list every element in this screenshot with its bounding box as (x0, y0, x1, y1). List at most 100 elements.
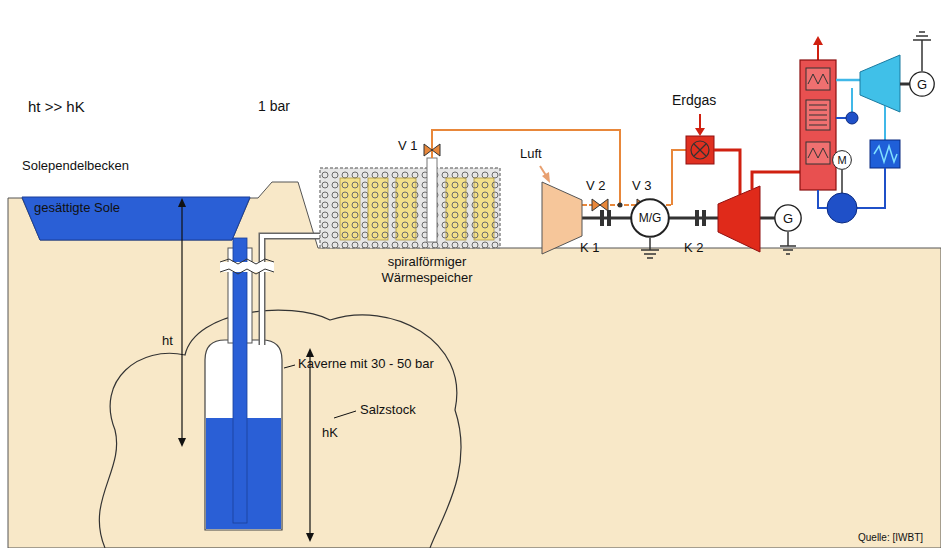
label-text: V 3 (632, 178, 652, 194)
brine-basin-part (22, 197, 250, 240)
heat-storage-part (396, 178, 416, 240)
circle-shape (775, 205, 801, 231)
gas-turbine-set-part (752, 172, 800, 189)
heat-storage (320, 158, 500, 248)
circle-shape (833, 151, 852, 170)
air-pipes-part (432, 130, 620, 205)
steam-cycle-part (846, 112, 858, 124)
leader-lines-part (334, 411, 356, 418)
heat-storage-part (320, 168, 500, 248)
steam-cycle-part (870, 140, 900, 168)
heat-storage-part (368, 178, 388, 240)
steam-cycle-part (818, 190, 827, 208)
heat-storage-part (396, 178, 416, 240)
heat-recovery-boiler-part (800, 60, 836, 190)
steam-cycle-part (916, 35, 928, 37)
steam-cycle-part (851, 88, 853, 112)
air-pipes-part (592, 199, 608, 211)
gas-turbine-set-part (694, 144, 706, 156)
heat-recovery-boiler-part (809, 120, 827, 121)
machine-circle: G (774, 204, 802, 232)
gas-turbine-set-part (714, 150, 740, 195)
gas-turbine-set-part (542, 182, 582, 254)
height-arrows-part (309, 354, 310, 536)
height-arrows-part (306, 348, 314, 357)
circle-shape (910, 72, 934, 96)
gas-turbine-set-part (787, 232, 789, 246)
heat-storage-part (446, 178, 466, 240)
heat-recovery-boiler-part (813, 36, 823, 45)
heat-recovery-boiler-part (809, 110, 827, 111)
shaft-pipes-part (220, 269, 274, 274)
heat-recovery-boiler-part (817, 44, 819, 60)
shaft-pipes-part (233, 238, 247, 523)
label-text: K 1 (580, 240, 600, 256)
gas-turbine-set-part (695, 128, 705, 136)
shaft-pipes-part (220, 262, 274, 272)
gas-turbine-set-part (641, 249, 659, 251)
steam-cycle-part (874, 146, 897, 162)
machine-circle: M/G (630, 198, 670, 238)
leader-lines-part (284, 365, 295, 368)
steam-cycle-part (921, 40, 923, 71)
steam-cycle-part (913, 39, 931, 41)
heat-storage-part (446, 178, 466, 240)
heat-recovery-boiler-part (806, 100, 830, 130)
label-text: hK (322, 425, 338, 441)
leader-lines (284, 365, 356, 418)
steam-cycle-part (836, 117, 846, 119)
label-text: 1 bar (258, 98, 290, 115)
brine-basin (22, 197, 250, 240)
heat-recovery-boiler-part (806, 142, 830, 164)
gas-turbine-set-part (691, 141, 709, 159)
machine-letter: G (917, 78, 927, 91)
heat-recovery-boiler-part (808, 148, 828, 158)
shaft-pipes-part (262, 236, 322, 345)
gas-turbine-set-part (702, 210, 706, 226)
machine-letter: G (783, 212, 793, 225)
label-text: Erdgas (672, 92, 716, 109)
gas-turbine-set-part (718, 186, 760, 252)
ground-part (99, 310, 461, 548)
air-pipes-part (672, 150, 686, 205)
gas-turbine-set-part (694, 144, 706, 156)
air-pipes-part (542, 172, 550, 183)
steam-cycle-part (860, 55, 900, 112)
circle-shape (631, 199, 669, 237)
height-arrows (178, 198, 314, 542)
air-pipes-part (618, 203, 623, 208)
label-text: K 2 (684, 240, 704, 256)
machine-letter: M/G (639, 212, 662, 224)
gas-turbine-set-part (786, 253, 790, 255)
gas-turbine-set-part (607, 210, 611, 226)
height-arrows-part (181, 204, 182, 441)
label-text: Kaverne mit 30 - 50 bar (298, 356, 434, 372)
gas-turbine-set-part (686, 136, 714, 164)
air-pipes-part (424, 144, 440, 156)
steam-cycle (818, 32, 931, 223)
label-text: ht >> hK (28, 98, 85, 116)
heat-storage-part (340, 178, 360, 240)
gas-turbine-set-part (783, 249, 793, 251)
heat-storage-part (340, 178, 360, 240)
height-arrows-part (178, 198, 186, 207)
label-text: Salzstock (360, 402, 416, 418)
steam-cycle-part (884, 106, 886, 140)
label-text: Quelle: [IWBT] (858, 532, 923, 544)
label-text: V 1 (398, 138, 418, 154)
steam-cycle-part (836, 79, 860, 82)
label-text: Luft (520, 146, 542, 162)
heat-storage-part (320, 168, 500, 248)
heat-storage-part (368, 178, 388, 240)
steam-cycle-part (827, 193, 857, 223)
label-text: V 2 (586, 178, 606, 194)
heat-storage-part (427, 158, 437, 242)
steam-cycle-part (857, 168, 885, 208)
gas-turbine-set-part (647, 257, 653, 259)
gas-turbine-set-part (600, 210, 604, 226)
height-arrows-part (178, 438, 186, 447)
heat-storage-part (474, 178, 494, 240)
heat-recovery-boiler-part (809, 115, 827, 116)
shaft-pipes-part (220, 259, 274, 264)
